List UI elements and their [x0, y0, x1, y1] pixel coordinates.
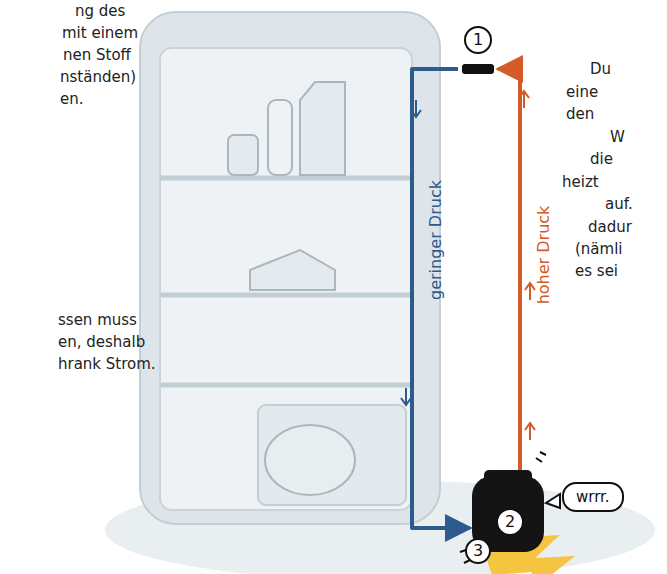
- note-fragment: ng des: [75, 4, 125, 19]
- fridge-interior: [160, 48, 412, 510]
- note-fragment: (nämli: [575, 242, 623, 257]
- bottle: [268, 100, 292, 175]
- refrigerant-pipe: [412, 69, 470, 528]
- note-fragment: hrank Strom.: [58, 357, 156, 372]
- sound-text: wrrr.: [576, 488, 610, 506]
- vibration-mark: [536, 452, 546, 462]
- cheese: [250, 250, 335, 290]
- note-fragment: nständen): [60, 70, 136, 85]
- pipe-joint: [462, 64, 494, 74]
- note-fragment: heizt: [562, 175, 599, 190]
- note-fragment: dadur: [588, 220, 632, 235]
- speech-tail: [546, 494, 560, 508]
- note-fragment: Du: [590, 62, 611, 77]
- note-fragment: die: [590, 152, 613, 167]
- note-fragment: eine: [566, 85, 598, 100]
- flow-arrow: [525, 283, 535, 300]
- note-fragment: den: [566, 107, 594, 122]
- shelf: [160, 293, 412, 298]
- jar: [228, 135, 258, 175]
- note-fragment: es sei: [575, 264, 618, 279]
- note-fragment: ssen muss: [58, 313, 137, 328]
- shelf: [160, 176, 412, 181]
- flow-arrow: [525, 423, 535, 440]
- callout-number: 3: [465, 538, 491, 564]
- vegetables: [265, 425, 355, 495]
- note-fragment: en, deshalb: [58, 335, 145, 350]
- note-fragment: mit einem: [62, 26, 138, 41]
- junction: 1: [458, 24, 498, 78]
- flow-arrow: [401, 388, 411, 405]
- note-fragment: nen Stoff: [63, 48, 131, 63]
- compressor-top: [484, 470, 532, 484]
- callout-circle: 3: [465, 538, 493, 566]
- pressure-label: geringer Druck: [428, 180, 444, 300]
- vegetable-drawer: [258, 405, 406, 505]
- note-fragment: en.: [60, 92, 84, 107]
- pressure-label: hoher Druck: [536, 206, 552, 305]
- note-fragment: W: [610, 130, 625, 145]
- refrigerant-pipe: [498, 69, 520, 470]
- shelf: [160, 383, 412, 388]
- speech-bubble: wrrr.: [562, 482, 624, 512]
- callout-number: 1: [464, 26, 492, 54]
- fridge-body: [140, 12, 440, 524]
- milk-carton: [300, 82, 345, 175]
- callout-number: 2: [496, 508, 524, 536]
- note-fragment: auf.: [605, 197, 633, 212]
